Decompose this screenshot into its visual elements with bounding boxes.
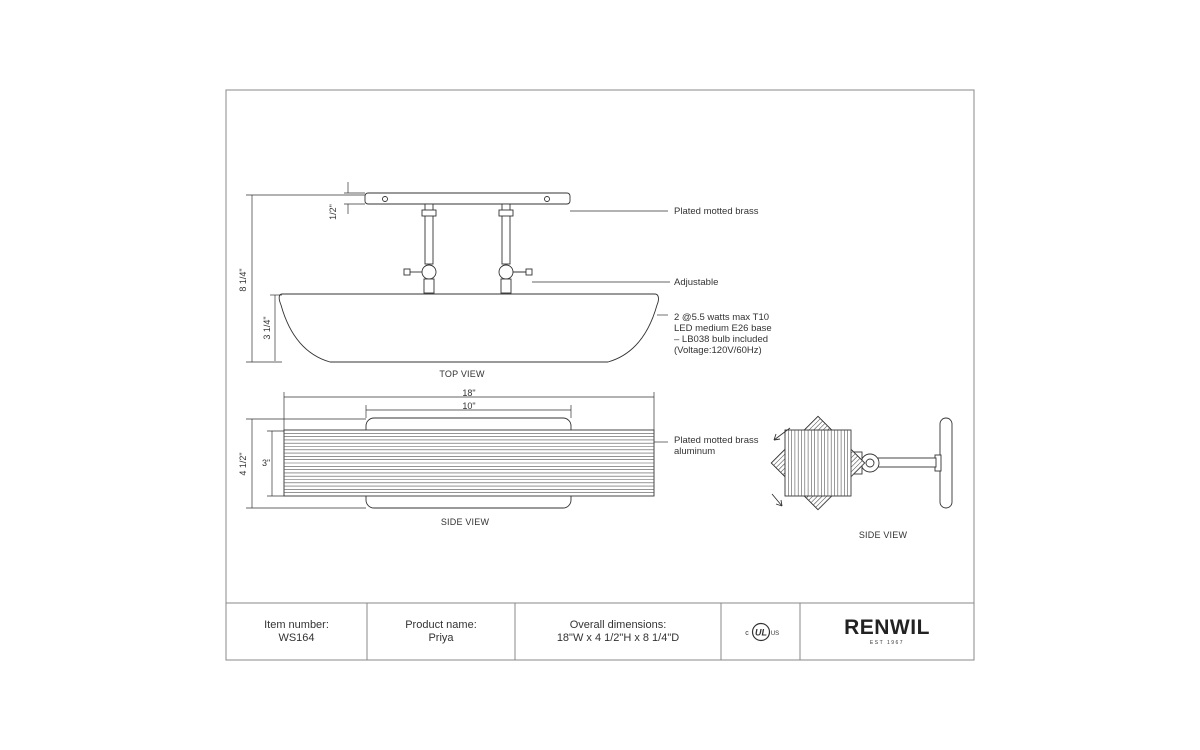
certification-cell: UL c US xyxy=(721,605,800,659)
ul-listed-icon: UL c US xyxy=(745,622,779,642)
label-side-view-front: SIDE VIEW xyxy=(441,517,490,527)
svg-text:c: c xyxy=(745,630,749,637)
callout-bulb-4: (Voltage:120V/60Hz) xyxy=(674,345,762,356)
dim-overall-height: 8 1/4" xyxy=(238,268,248,291)
overall-dimensions-value: 18"W x 4 1/2"H x 8 1/4"D xyxy=(556,632,680,644)
side-view-dimensions xyxy=(246,392,668,509)
overall-dimensions-label: Overall dimensions: xyxy=(569,619,667,631)
brand-established: EST 1967 xyxy=(869,640,905,646)
item-number-value: WS164 xyxy=(278,632,315,644)
dim-shade-height: 3" xyxy=(262,458,270,468)
product-name-label: Product name: xyxy=(405,619,477,631)
dim-shade-depth: 3 1/4" xyxy=(262,316,272,339)
callout-bulb-3: – LB038 bulb included xyxy=(674,334,768,345)
product-name-value: Priya xyxy=(428,632,454,644)
callout-bulb-1: 2 @5.5 watts max T10 xyxy=(674,312,769,323)
dim-overall-width: 18" xyxy=(462,388,475,398)
sheet-border xyxy=(225,89,975,661)
top-view-dimensions xyxy=(246,182,670,363)
dim-canopy-depth: 1/2" xyxy=(328,204,338,220)
svg-text:US: US xyxy=(770,631,778,637)
callout-shade-finish-1: Plated motted brass xyxy=(674,435,759,446)
item-number-label: Item number: xyxy=(264,619,329,631)
callout-shade-finish-2: aluminum xyxy=(674,446,715,457)
dim-backplate-width: 10" xyxy=(462,401,475,411)
top-view-drawing xyxy=(278,192,659,363)
svg-text:UL: UL xyxy=(755,628,767,638)
callout-adjustable: Adjustable xyxy=(674,277,718,288)
dim-overall-side-height: 4 1/2" xyxy=(238,452,248,475)
profile-view-drawing xyxy=(770,415,953,511)
overall-dimensions-cell: Overall dimensions: 18"W x 4 1/2"H x 8 1… xyxy=(515,605,721,659)
callout-canopy-finish: Plated motted brass xyxy=(674,206,759,217)
product-name-cell: Product name: Priya xyxy=(367,605,515,659)
side-view-drawing xyxy=(283,417,655,509)
brand-cell: RENWIL EST 1967 xyxy=(800,605,974,659)
item-number-cell: Item number: WS164 xyxy=(226,605,367,659)
callout-bulb-2: LED medium E26 base xyxy=(674,323,772,334)
brand-logo: RENWIL xyxy=(844,616,930,639)
label-side-view-profile: SIDE VIEW xyxy=(859,530,908,540)
label-top-view: TOP VIEW xyxy=(439,369,485,379)
